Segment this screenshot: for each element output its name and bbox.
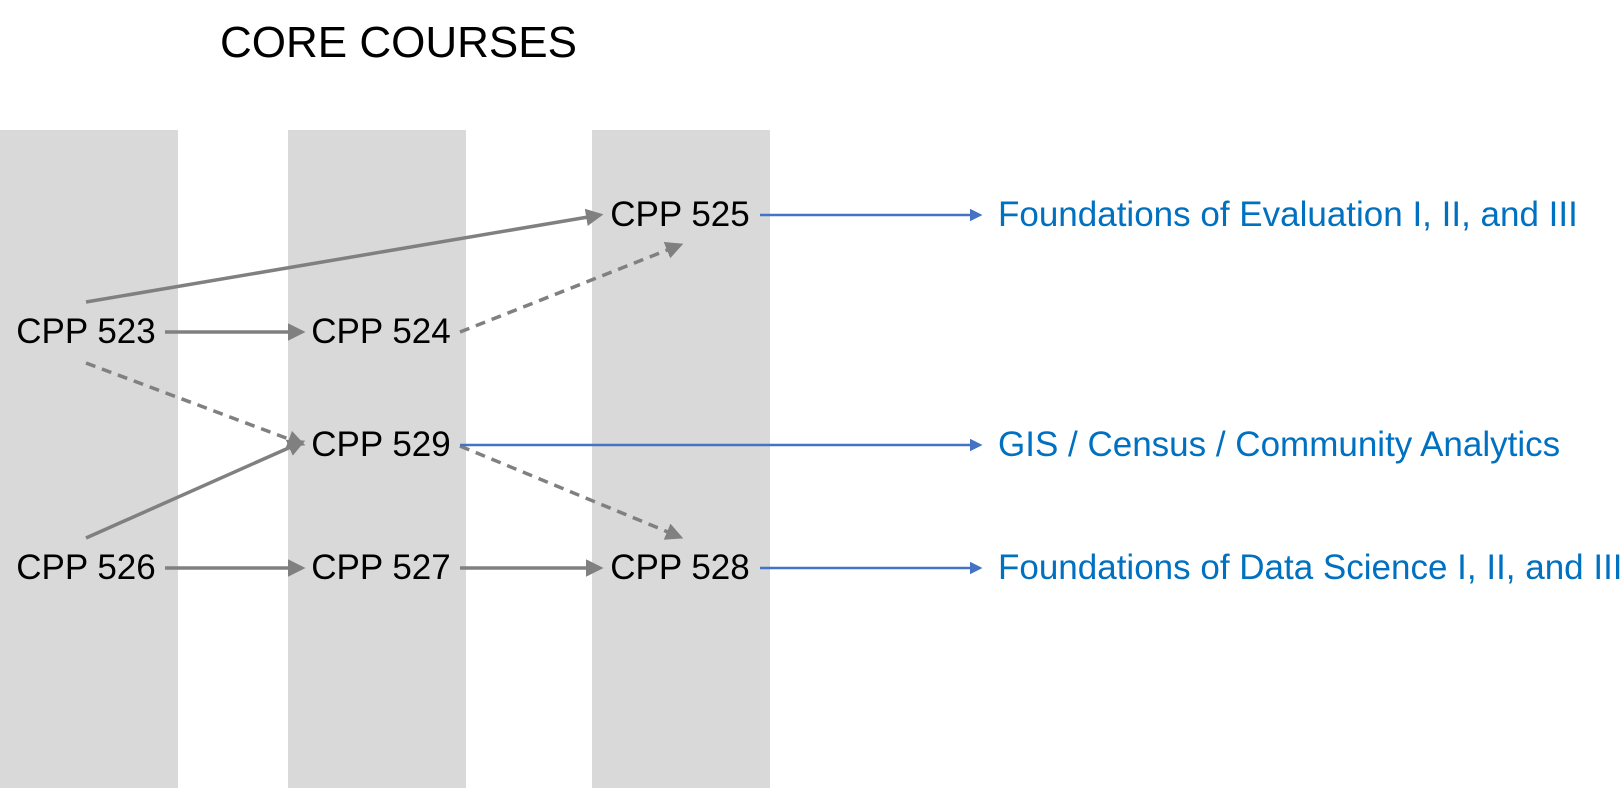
column-band-3	[592, 130, 770, 788]
track-evaluation: Foundations of Evaluation I, II, and III	[998, 195, 1578, 234]
edge-524-525	[459, 242, 684, 334]
course-cpp-526: CPP 526	[16, 548, 156, 587]
page-title: CORE COURSES	[220, 18, 577, 67]
edge-529-528	[459, 444, 684, 540]
track-gis: GIS / Census / Community Analytics	[998, 425, 1561, 464]
edge-526-529	[85, 439, 306, 540]
edge-523-525	[85, 208, 604, 304]
course-cpp-528: CPP 528	[610, 548, 750, 587]
column-band-2	[288, 130, 466, 788]
course-cpp-525: CPP 525	[610, 195, 750, 234]
course-cpp-523: CPP 523	[16, 312, 156, 351]
edge-523-529	[85, 361, 306, 448]
track-data-science: Foundations of Data Science I, II, and I…	[998, 548, 1623, 587]
course-cpp-529: CPP 529	[311, 425, 451, 464]
column-band-1	[0, 130, 178, 788]
course-cpp-527: CPP 527	[311, 548, 451, 587]
course-cpp-524: CPP 524	[311, 312, 451, 351]
